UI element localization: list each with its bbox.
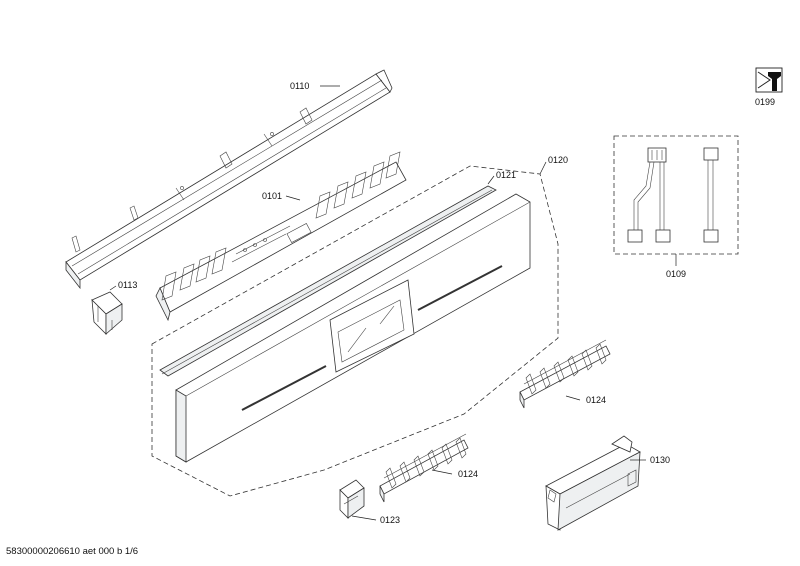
label-0123: 0123	[380, 515, 400, 525]
label-0120: 0120	[548, 155, 568, 165]
label-0199: 0199	[755, 97, 775, 107]
part-0101-control-module	[155, 151, 407, 322]
part-0113-clip	[91, 291, 123, 335]
part-0109-wiring-harness	[627, 147, 719, 243]
part-0121-gasket-strip	[159, 185, 497, 377]
label-0101: 0101	[262, 191, 282, 201]
leader-0124-lower	[431, 469, 453, 475]
label-0124-upper: 0124	[586, 395, 606, 405]
part-0124-button-strip-upper	[519, 339, 611, 409]
label-0124-lower: 0124	[458, 469, 478, 479]
part-0120-control-panel	[175, 193, 531, 463]
leader-0113	[109, 285, 117, 291]
leader-0123	[351, 515, 377, 521]
part-0110-rail	[65, 69, 393, 290]
leader-0101	[285, 195, 301, 201]
document-code: 58300000206610 aet 000 b 1/6	[6, 546, 138, 557]
label-0110: 0110	[290, 81, 309, 91]
leader-0121	[487, 175, 495, 185]
part-0130-cover-cap	[545, 435, 641, 531]
label-0113: 0113	[118, 280, 137, 290]
part-0124-button-strip-lower	[379, 433, 469, 503]
leader-0120	[539, 161, 547, 175]
part-0123-bracket	[339, 479, 365, 519]
wrench-service-icon	[755, 67, 783, 93]
label-0130: 0130	[650, 455, 670, 465]
label-0109: 0109	[666, 269, 686, 279]
leader-0124-upper	[565, 395, 581, 401]
label-0121: 0121	[496, 170, 516, 180]
